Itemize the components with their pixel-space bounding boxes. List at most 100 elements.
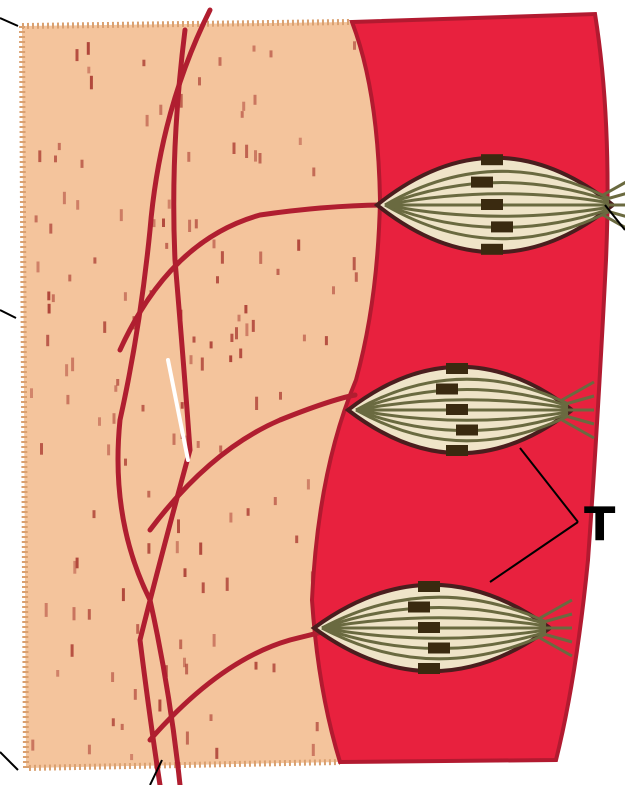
skin-dot [71,644,74,657]
skin-dot [90,76,93,90]
skin-dot [255,662,258,670]
skin-dot [116,379,119,386]
skin-dot [162,219,165,228]
skin-dot [45,603,48,617]
skin-dot [259,252,262,264]
skin-dot [113,413,116,424]
skin-dot [177,519,180,533]
skin-dot [254,95,257,105]
skin-dot [312,168,315,177]
skin-dot [279,392,282,400]
skin-dot [184,568,187,577]
skin-dot [235,327,238,339]
skin-dot [195,219,198,228]
pointer-mark-bottom-left [0,752,18,770]
skin-dot [136,624,139,634]
nuclear-band [481,154,503,165]
skin-dot [332,286,335,294]
skin-dot [122,588,125,601]
skin-dot [31,740,34,751]
nuclear-band [471,177,493,188]
skin-dot [277,269,280,275]
skin-dot [76,200,79,210]
structure-label: T [584,497,616,551]
skin-dot [230,334,233,342]
skin-dot [147,543,150,554]
skin-dot [147,491,150,498]
skin-dot [40,443,43,455]
nuclear-band [446,404,468,415]
skin-dot [173,434,176,445]
skin-dot [239,349,242,359]
skin-dot [197,441,200,448]
skin-dot [219,446,222,453]
skin-dot [38,150,41,162]
skin-dot [219,57,222,66]
pointer-mark-top-left [0,18,18,26]
skin-dot [37,262,40,273]
skin-dot [30,388,33,398]
skin-dot [159,105,162,115]
skin-dot [81,160,84,168]
skin-dot [46,335,49,346]
skin-dot [193,337,196,343]
skin-dot [124,292,127,301]
skin-dot [58,143,61,150]
skin-dot [179,640,182,650]
skin-dot [103,321,106,333]
skin-dot [353,257,356,270]
skin-dot [270,50,273,57]
skin-dot [307,479,310,489]
skin-dot [107,444,110,455]
skin-dot [242,102,245,111]
nuclear-band [418,663,440,674]
skin-dot [76,558,79,569]
skin-dot [49,224,52,234]
nuclear-band [446,363,468,374]
skin-dot [176,541,179,553]
skin-dot [158,700,161,712]
skin-dot [221,251,224,264]
skin-dot [187,152,190,162]
skin-dot [121,724,124,730]
skin-dot [35,215,38,222]
skin-dot [325,336,328,345]
skin-dot [299,138,302,145]
nuclear-band [481,199,503,210]
skin-dot [259,153,262,164]
skin-dot [216,276,219,283]
skin-dot [63,192,66,204]
skin-dot [186,732,189,745]
nuclear-band [408,602,430,613]
skin-dot [273,664,276,673]
skin-dot [188,220,191,232]
skin-dot [181,402,184,409]
skin-dot [229,355,232,362]
skin-dot [241,111,244,118]
skin-dot [316,722,319,731]
skin-dot [254,150,257,161]
skin-dot [93,257,96,263]
skin-dot [65,364,68,376]
skin-dot [215,748,218,759]
skin-dot [73,607,76,620]
skin-dot [93,510,96,518]
skin-dot [355,272,358,282]
skin-dot [255,397,258,410]
skin-dot [198,77,201,85]
skin-dot [238,315,241,322]
skin-dot [111,672,114,682]
skin-dot [134,689,137,700]
nuclear-band [446,445,468,456]
skin-dot [247,508,250,516]
skin-dot [71,358,74,372]
skin-dot [98,417,101,426]
nuclear-band [481,244,503,255]
skin-dot [312,744,315,756]
pointer-mark-left-mid [0,310,16,318]
skin-dot [252,320,255,332]
nuclear-band [456,425,478,436]
skin-dot [297,240,300,251]
